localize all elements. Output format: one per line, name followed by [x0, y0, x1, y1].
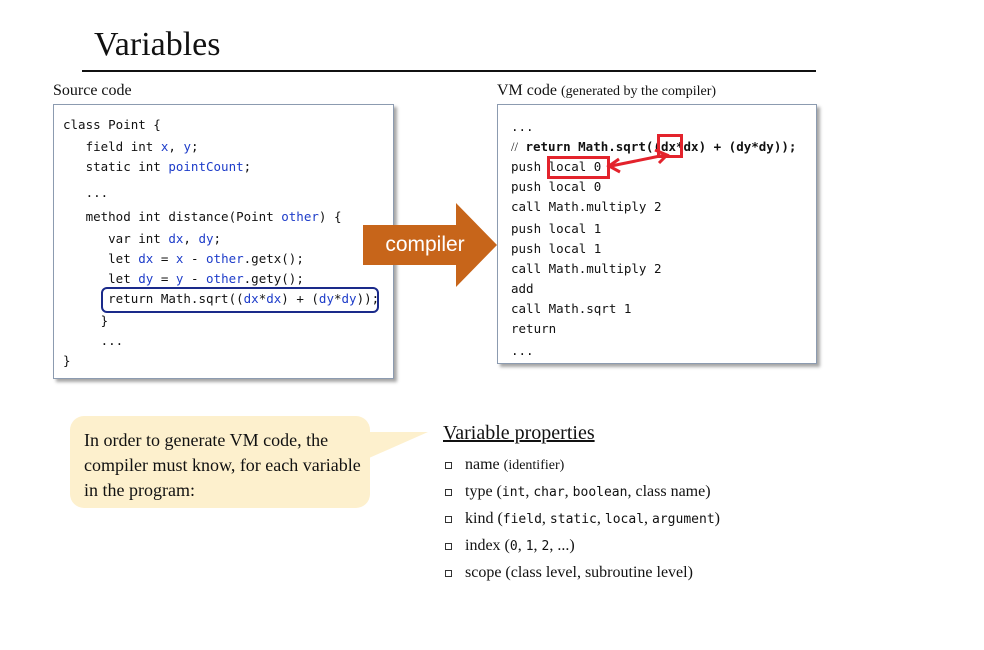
callout-bubble: In order to generate VM code, the compil…: [70, 416, 370, 508]
source-code-panel: class Point { field int x, y; static int…: [53, 104, 394, 379]
source-line-2: field int x, y;: [63, 139, 199, 154]
return-line-highlight: [101, 287, 379, 313]
source-line-10: }: [63, 313, 109, 328]
compiler-arrow: compiler: [363, 203, 497, 287]
source-line-12: }: [63, 353, 71, 368]
source-line-11: ...: [63, 333, 124, 348]
bullet-icon: [445, 543, 452, 550]
vm-line-6: push local 1: [511, 221, 602, 236]
source-line-3: static int pointCount;: [63, 159, 252, 174]
vm-label-text: VM code: [497, 82, 557, 99]
bullet-icon: [445, 516, 452, 523]
source-line-5: method int distance(Point other) {: [63, 209, 342, 224]
property-index: index (0, 1, 2, ...): [443, 537, 720, 564]
dx-highlight-box: [657, 134, 683, 158]
red-arrow: [606, 149, 670, 174]
property-name: name (identifier): [443, 456, 720, 483]
vm-line-8: call Math.multiply 2: [511, 261, 662, 276]
vm-line-2: // return Math.sqrt((dx*dx) + (dy*dy));: [511, 139, 797, 154]
property-scope: scope (class level, subroutine level): [443, 564, 720, 591]
vm-line-12: ...: [511, 343, 534, 358]
vm-line-10: call Math.sqrt 1: [511, 301, 632, 316]
title-underline: [82, 70, 816, 72]
source-line-6: var int dx, dy;: [63, 231, 222, 246]
callout-pointer: [360, 432, 428, 462]
properties-title: Variable properties: [443, 422, 595, 444]
bullet-icon: [445, 462, 452, 469]
local-0-highlight-box: [547, 156, 610, 179]
property-type: type (int, char, boolean, class name): [443, 483, 720, 510]
bullet-icon: [445, 489, 452, 496]
source-line-4: ...: [63, 185, 109, 200]
slide-title: Variables: [94, 26, 221, 63]
vm-code-label: VM code (generated by the compiler): [497, 82, 716, 100]
vm-line-1: ...: [511, 119, 534, 134]
properties-list: name (identifier) type (int, char, boole…: [443, 456, 720, 591]
vm-line-5: call Math.multiply 2: [511, 199, 662, 214]
callout-text: In order to generate VM code, the compil…: [84, 430, 361, 500]
source-line-7: let dx = x - other.getx();: [63, 251, 304, 266]
vm-line-3: push local 0: [511, 159, 602, 174]
vm-label-note: (generated by the compiler): [560, 84, 717, 99]
vm-line-11: return: [511, 321, 557, 336]
bullet-icon: [445, 570, 452, 577]
source-line-8: let dy = y - other.gety();: [63, 271, 304, 286]
vm-line-4: push local 0: [511, 179, 602, 194]
source-line-1: class Point {: [63, 117, 161, 132]
compiler-label: compiler: [385, 233, 464, 256]
vm-line-9: add: [511, 281, 534, 296]
vm-code-panel: ... // return Math.sqrt((dx*dx) + (dy*dy…: [497, 104, 817, 364]
source-line-9: return Math.sqrt((dx*dx) + (dy*dy));: [63, 291, 380, 306]
source-code-label: Source code: [53, 82, 132, 99]
property-kind: kind (field, static, local, argument): [443, 510, 720, 537]
vm-line-7: push local 1: [511, 241, 602, 256]
